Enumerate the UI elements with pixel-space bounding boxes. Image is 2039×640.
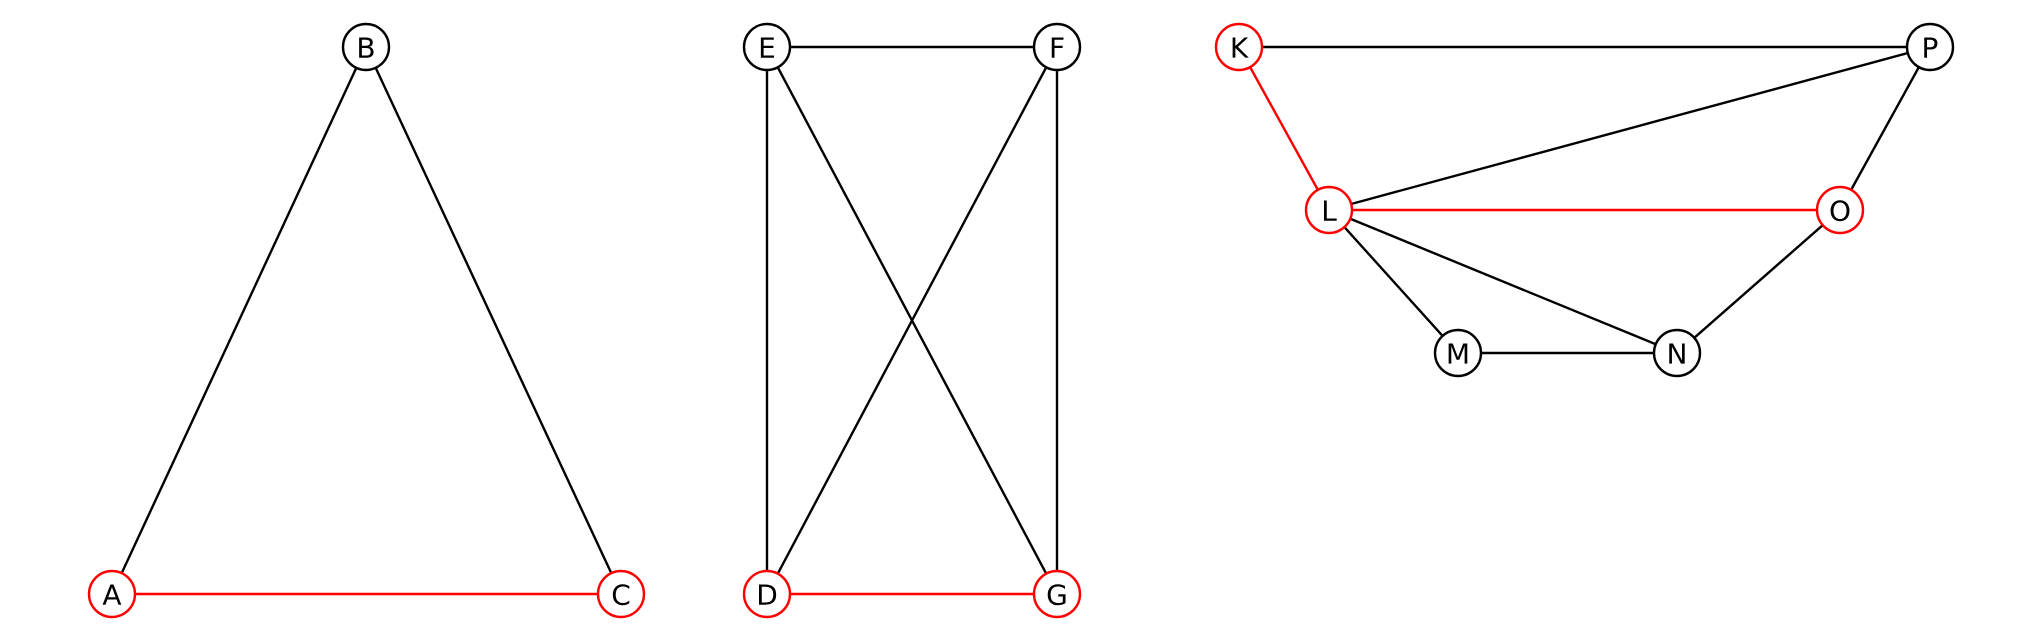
node-circle bbox=[341, 22, 391, 72]
node-e: E bbox=[742, 22, 792, 72]
node-o: O bbox=[1815, 185, 1865, 235]
node-label: M bbox=[1446, 338, 1470, 371]
node-label: O bbox=[1829, 195, 1851, 228]
edge-n-o bbox=[1693, 224, 1824, 339]
node-circle bbox=[742, 569, 792, 619]
node-circle bbox=[1032, 569, 1082, 619]
node-label: B bbox=[356, 32, 375, 65]
node-label: P bbox=[1922, 32, 1939, 65]
edge-b-c bbox=[374, 67, 613, 574]
node-label: D bbox=[756, 579, 778, 612]
edge-a-b bbox=[120, 67, 358, 574]
edge-k-l bbox=[1249, 66, 1319, 191]
edge-f-d bbox=[776, 66, 1048, 575]
node-circle bbox=[87, 569, 137, 619]
node-circle bbox=[742, 22, 792, 72]
node-g: G bbox=[1032, 569, 1082, 619]
node-label: A bbox=[102, 579, 121, 612]
node-label: F bbox=[1049, 32, 1065, 65]
node-circle bbox=[1032, 22, 1082, 72]
node-a: A bbox=[87, 569, 137, 619]
node-circle bbox=[1905, 22, 1955, 72]
node-circle bbox=[1815, 185, 1865, 235]
node-b: B bbox=[341, 22, 391, 72]
node-k: K bbox=[1214, 22, 1264, 72]
node-f: F bbox=[1032, 22, 1082, 72]
node-circle bbox=[1652, 328, 1702, 378]
node-label: L bbox=[1321, 195, 1337, 228]
node-circle bbox=[596, 569, 646, 619]
node-circle bbox=[1304, 185, 1354, 235]
node-circle bbox=[1433, 328, 1483, 378]
node-l: L bbox=[1304, 185, 1354, 235]
edge-l-m bbox=[1343, 226, 1444, 337]
node-d: D bbox=[742, 569, 792, 619]
edge-p-o bbox=[1850, 66, 1920, 191]
node-m: M bbox=[1433, 328, 1483, 378]
node-label: C bbox=[611, 579, 631, 612]
node-label: G bbox=[1046, 579, 1068, 612]
node-label: E bbox=[758, 32, 776, 65]
edge-l-p bbox=[1350, 51, 1909, 206]
edge-l-n bbox=[1349, 217, 1657, 346]
node-label: K bbox=[1230, 32, 1249, 65]
edges-layer bbox=[120, 45, 1920, 596]
nodes-layer: B A C E F D G K P L O M N bbox=[87, 22, 1955, 619]
node-c: C bbox=[596, 569, 646, 619]
node-n: N bbox=[1652, 328, 1702, 378]
node-p: P bbox=[1905, 22, 1955, 72]
node-circle bbox=[1214, 22, 1264, 72]
node-label: N bbox=[1667, 338, 1688, 371]
